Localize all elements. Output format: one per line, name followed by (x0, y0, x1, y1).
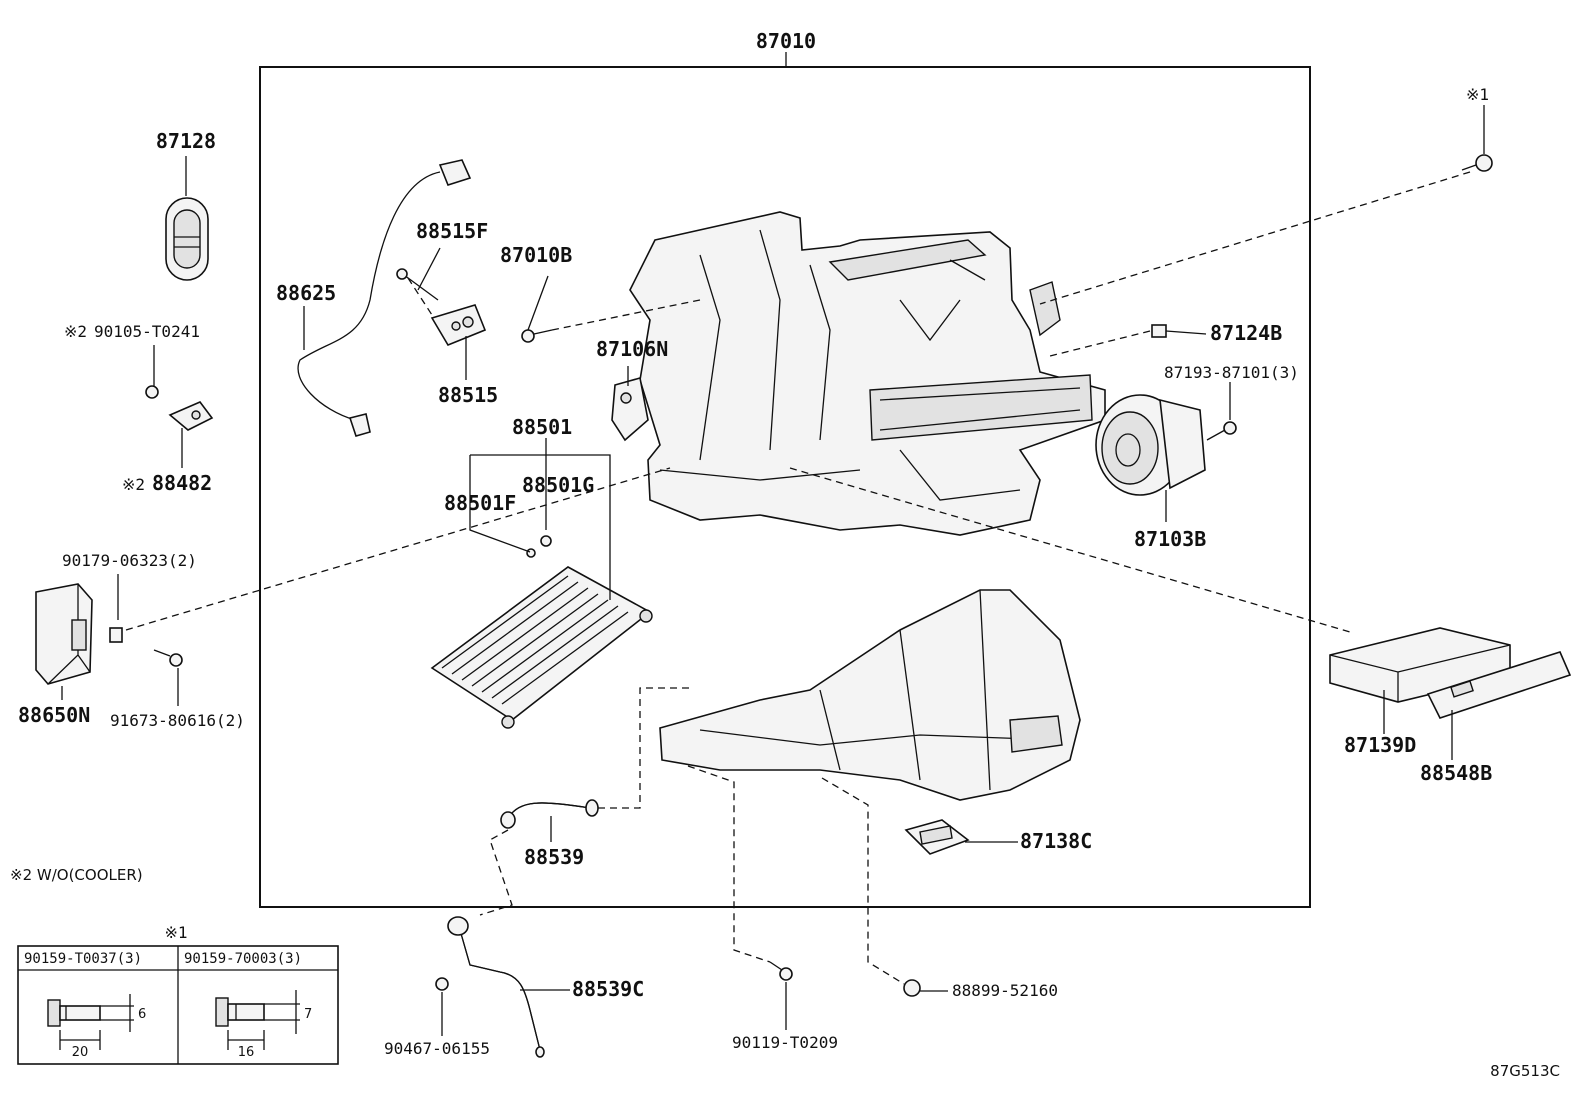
nut-90467 (435, 977, 449, 991)
assembly-label: 87010 (756, 29, 816, 53)
cap-87128 (165, 197, 209, 281)
label-87010b: 87010B (500, 243, 572, 267)
pipe-88539c (447, 916, 545, 1058)
o-ring-88501f (526, 548, 536, 558)
clip-90179 (109, 627, 123, 643)
part-88482 (168, 401, 214, 431)
label-88501f: 88501F (444, 491, 516, 515)
bolt-spec-table: ※1 90159-T0037(3) 90159-70003(3) 20 6 (17, 923, 339, 1065)
nut-88899 (903, 979, 921, 997)
bolt-drawing-1 (47, 994, 134, 1050)
label-mark1: ※1 (1466, 85, 1489, 104)
screw-91673 (153, 649, 183, 667)
screw-mark1 (1461, 105, 1493, 172)
servo-motor (611, 376, 649, 442)
table-mark: ※1 (164, 923, 187, 942)
bolt-88515f (396, 268, 439, 301)
cover-88548b (1426, 651, 1572, 719)
label-90119: 90119-T0209 (732, 1033, 838, 1052)
label-88482: 88482 (152, 471, 212, 495)
label-90105: 90105-T0241 (94, 322, 200, 341)
mark-88482: ※2 (122, 475, 145, 494)
label-87138c: 87138C (1020, 829, 1092, 853)
table-col2-len: 16 (238, 1045, 255, 1060)
label-88501g: 88501G (522, 473, 594, 497)
label-88539c: 88539C (572, 977, 644, 1001)
mark-90105: ※2 (64, 322, 87, 341)
lower-housing (659, 589, 1081, 801)
label-90467: 90467-06155 (384, 1039, 490, 1058)
label-88625: 88625 (276, 281, 336, 305)
blower-motor (1095, 394, 1206, 496)
table-col2-dia: 7 (304, 1007, 312, 1022)
heater-core (430, 566, 653, 729)
label-88548b: 88548B (1420, 761, 1492, 785)
footnote-wo-cooler: ※2 W/O(COOLER) (10, 866, 143, 884)
label-88515: 88515 (438, 383, 498, 407)
label-88899: 88899-52160 (952, 981, 1058, 1000)
resistor-87138c (904, 819, 970, 855)
table-col2-header: 90159-70003(3) (184, 951, 302, 967)
bolt-drawing-2 (215, 990, 300, 1050)
label-90179: 90179-06323(2) (62, 551, 197, 570)
assembly-frame (259, 66, 1311, 908)
table-col1-len: 20 (72, 1045, 89, 1060)
pipe-88539 (500, 799, 599, 829)
label-88650n: 88650N (18, 703, 90, 727)
label-88539: 88539 (524, 845, 584, 869)
table-col1-header: 90159-T0037(3) (24, 951, 142, 967)
label-87103b: 87103B (1134, 527, 1206, 551)
table-col1-dia: 6 (138, 1007, 146, 1022)
screw-87010b (521, 329, 553, 343)
label-88501: 88501 (512, 415, 572, 439)
figure-code: 87G513C (1490, 1062, 1560, 1080)
blower-screw (1206, 421, 1237, 441)
block-88515 (430, 304, 487, 346)
label-87128: 87128 (156, 129, 216, 153)
label-87124b: 87124B (1210, 321, 1282, 345)
label-88515f: 88515F (416, 219, 488, 243)
screw-90119 (769, 961, 793, 981)
ecu-88650n (35, 583, 93, 685)
label-91673: 91673-80616(2) (110, 711, 245, 730)
sensor-wire (297, 159, 472, 437)
label-87139d: 87139D (1344, 733, 1416, 757)
label-87193: 87193-87101(3) (1164, 363, 1299, 382)
bolt-90105 (145, 345, 159, 399)
label-87106n: 87106N (596, 337, 668, 361)
o-ring-88501g (540, 535, 552, 547)
heater-unit-housing (629, 211, 1106, 536)
clip-87124b (1151, 324, 1167, 338)
